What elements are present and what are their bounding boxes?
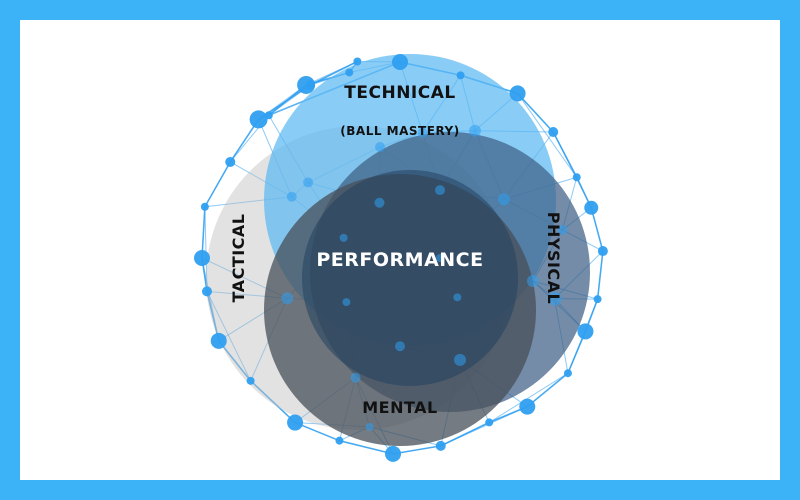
network-ring-edge	[526, 372, 569, 408]
network-ring-edge	[392, 445, 441, 455]
network-node	[548, 127, 559, 138]
network-edge	[204, 206, 208, 292]
network-edge	[517, 93, 578, 178]
network-node	[593, 295, 602, 304]
network-node	[509, 85, 526, 102]
network-node	[469, 124, 481, 137]
network-node	[417, 127, 428, 138]
tactical-label: TACTICAL	[229, 214, 248, 303]
network-nodes	[194, 54, 608, 462]
network-node	[286, 191, 297, 202]
network-node	[303, 177, 314, 188]
network-node	[395, 341, 405, 352]
network-ring-edge	[250, 380, 296, 424]
network-node	[485, 418, 494, 427]
network-node	[225, 156, 236, 167]
network-node	[365, 422, 374, 431]
network-node	[353, 57, 362, 66]
network-node	[297, 75, 316, 94]
network-node	[375, 142, 386, 153]
network-node	[577, 323, 594, 340]
network-node	[287, 414, 304, 431]
network-node	[456, 71, 465, 80]
network-node	[435, 440, 446, 451]
network-ring-edge	[201, 206, 206, 259]
network-node	[201, 286, 212, 297]
mental-label: MENTAL	[362, 398, 438, 417]
performance-core-circle	[302, 170, 518, 386]
network-ring-edge	[440, 421, 490, 447]
network-node	[345, 68, 354, 77]
network-node	[519, 398, 536, 415]
network-ring-edge	[552, 131, 578, 178]
network-ring-edge	[590, 207, 604, 252]
network-node	[435, 185, 445, 196]
diagram-frame: TECHNICAL (BALL MASTERY) TACTICAL PHYSIC…	[20, 20, 780, 480]
network-node	[264, 111, 273, 120]
network-node	[526, 274, 539, 287]
network-node	[281, 292, 294, 305]
network-node	[374, 197, 385, 208]
network-node	[572, 173, 581, 182]
network-node	[249, 110, 268, 129]
network-node	[436, 254, 444, 262]
network-node	[339, 233, 348, 242]
network-node	[547, 291, 562, 306]
network-node	[454, 353, 466, 366]
network-node	[453, 293, 462, 302]
network-node	[335, 436, 344, 445]
network-ring-edge	[516, 92, 554, 133]
network-ring-edge	[204, 161, 231, 208]
technical-label: TECHNICAL	[344, 83, 455, 103]
network-node	[200, 202, 209, 211]
network-ring-edge	[339, 439, 394, 455]
network-node	[342, 298, 351, 307]
performance-label: PERFORMANCE	[316, 249, 483, 271]
network-edge	[488, 372, 569, 423]
network-node	[210, 332, 227, 349]
physical-label: PHYSICAL	[544, 212, 563, 305]
network-edge	[206, 291, 252, 382]
network-ring-edge	[596, 250, 604, 300]
network-node	[194, 250, 210, 266]
network-node	[563, 369, 572, 378]
network-node	[385, 445, 402, 462]
network-node	[497, 193, 510, 206]
technical-sublabel: (BALL MASTERY)	[340, 124, 459, 138]
performance-venn-diagram: TECHNICAL (BALL MASTERY) TACTICAL PHYSIC…	[194, 54, 608, 462]
network-node	[350, 372, 361, 383]
network-node	[392, 54, 408, 70]
network-node	[584, 200, 599, 215]
network-node	[557, 224, 568, 235]
network-node	[246, 376, 255, 385]
network-node	[597, 246, 608, 257]
network-ring-edge	[206, 291, 220, 342]
network-ring-edge	[218, 340, 252, 382]
